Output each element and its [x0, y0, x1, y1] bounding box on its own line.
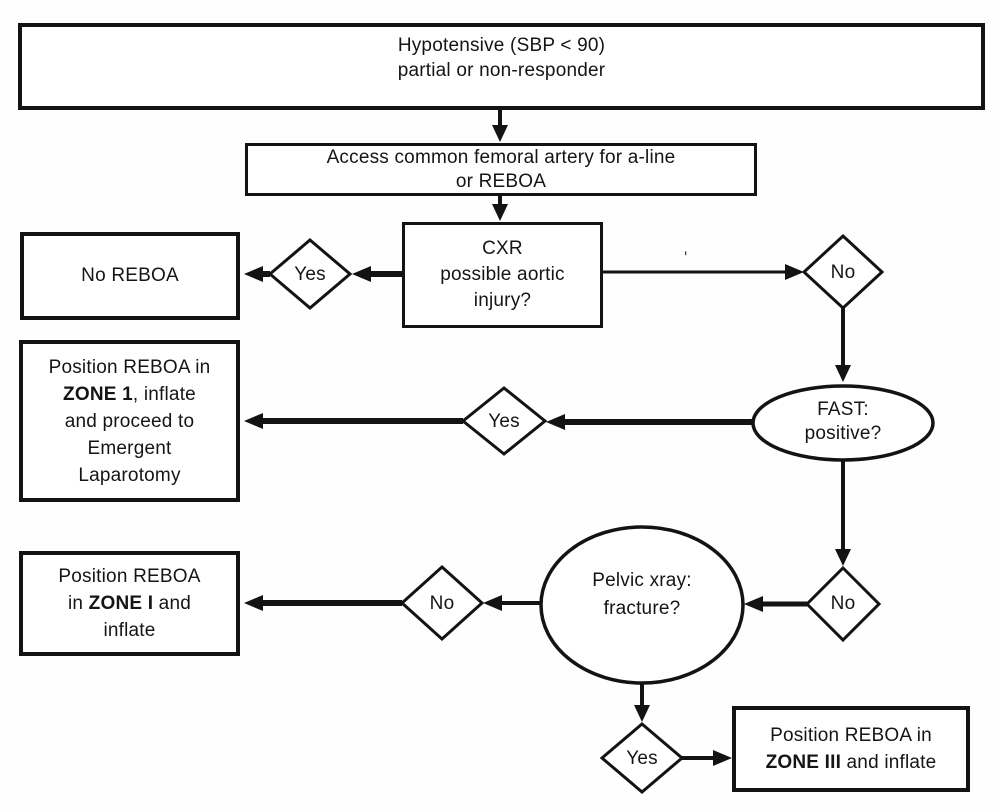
access-box: Access common femoral artery for a-line … — [245, 143, 757, 196]
fast-ellipse — [751, 384, 935, 462]
arrow-pelvic-to-no — [483, 595, 542, 611]
pelvic-entry-no-diamond — [804, 565, 882, 643]
scan-artifact-mark: ' — [684, 248, 688, 267]
zone1-text: Position REBOA in ZONE 1, inflate and pr… — [48, 356, 211, 486]
arrow-pelvic-to-yes — [634, 683, 650, 722]
arrow-access-to-cxr — [492, 196, 508, 221]
arrow-yes-to-zone-iii — [682, 750, 732, 766]
arrow-no-to-fast — [835, 308, 851, 382]
zone-iii-box: Position REBOA in ZONE III and inflate — [732, 706, 970, 792]
pelvic-no-diamond — [399, 564, 485, 642]
pelvic-text: Pelvic xray: fracture? — [592, 570, 692, 619]
pelvic-ellipse — [539, 525, 745, 685]
zone-i-box: Position REBOA in ZONE I and inflate — [19, 551, 240, 656]
arrow-hypotensive-to-access — [492, 110, 508, 142]
fast-text: FAST: positive? — [804, 399, 882, 444]
cxr-box: CXR possible aortic injury? — [402, 222, 603, 328]
zone-iii-text: Position REBOA in ZONE III and inflate — [765, 725, 937, 773]
pelvic-no-label: No — [429, 593, 455, 614]
zone1-box: Position REBOA in ZONE 1, inflate and pr… — [19, 340, 240, 502]
cxr-no-diamond — [801, 233, 885, 311]
hypotensive-box: Hypotensive (SBP < 90) partial or non-re… — [18, 23, 985, 110]
arrow-yes-to-no-reboa — [244, 266, 270, 282]
arrow-no-to-pelvic — [744, 596, 807, 612]
cxr-text: CXR possible aortic injury? — [440, 238, 565, 311]
access-text: Access common femoral artery for a-line … — [326, 146, 676, 192]
pelvic-entry-no-label: No — [830, 593, 856, 614]
cxr-yes-diamond — [267, 238, 353, 310]
pelvic-yes-label: Yes — [626, 748, 658, 769]
arrow-fast-to-no — [835, 460, 851, 566]
cxr-yes-label: Yes — [294, 264, 326, 285]
pelvic-yes-diamond — [599, 722, 685, 794]
fast-yes-label: Yes — [488, 411, 520, 432]
arrow-fast-to-yes — [546, 414, 753, 430]
cxr-no-label: No — [830, 262, 856, 283]
arrow-no-to-zone-i — [244, 595, 402, 611]
hypotensive-text: Hypotensive (SBP < 90) partial or non-re… — [397, 35, 606, 81]
no-reboa-box: No REBOA — [20, 232, 240, 320]
zone-i-text: Position REBOA in ZONE I and inflate — [58, 566, 201, 641]
no-reboa-text: No REBOA — [81, 265, 179, 286]
arrow-yes-to-zone1 — [244, 413, 463, 429]
fast-yes-diamond — [460, 386, 548, 456]
arrow-cxr-to-yes — [352, 266, 402, 282]
arrow-cxr-to-no — [602, 264, 804, 280]
